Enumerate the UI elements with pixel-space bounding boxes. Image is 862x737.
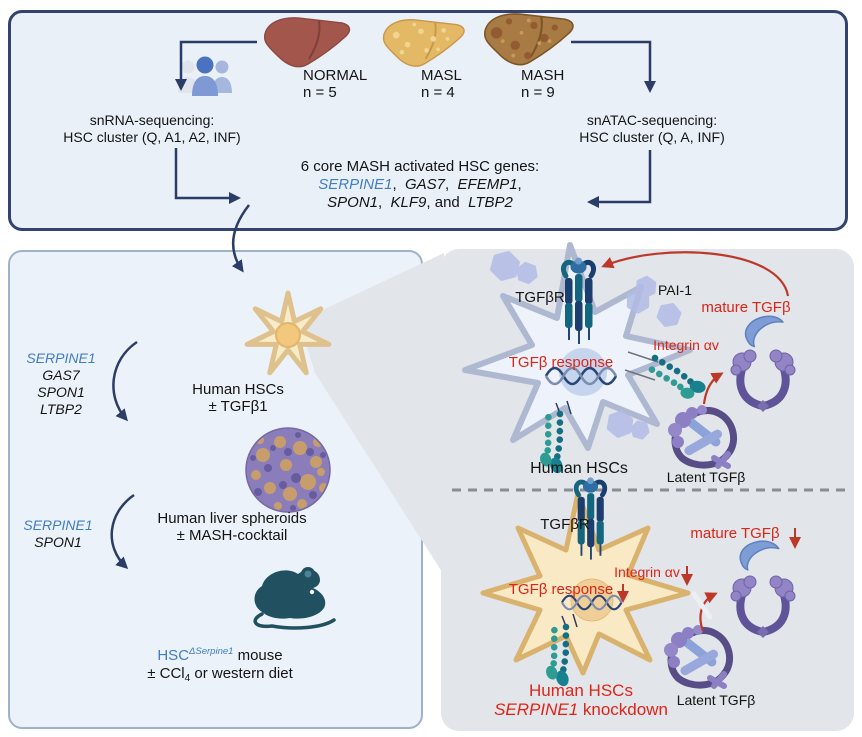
liver-normal-icon: [263, 17, 351, 68]
liver-mash-label: MASH n = 9: [521, 67, 565, 101]
gene-gas7: GAS7: [42, 367, 80, 383]
arrow-to-snatac: [571, 40, 656, 93]
ccl4-subscript: 4: [184, 673, 191, 684]
arrow-mature-tgfb-to-receptor: [601, 251, 790, 297]
spheroid-step-label: Human liver spheroids ± MASH-cocktail: [157, 510, 307, 544]
arrow-integrin-to-latent: [702, 372, 724, 405]
zoom-wedge: [299, 253, 444, 575]
core-genes-line3: SPON1, KLF9, and LTBP2: [327, 194, 513, 211]
block-slash: [691, 591, 713, 620]
gene-serpine1: SERPINE1: [23, 517, 93, 533]
human-hscs-label-bottom: Human HSCs: [529, 681, 633, 700]
arrow-snatac-to-genes: [587, 150, 652, 208]
arrow-genes-to-spheroid: [110, 493, 135, 570]
gene-spon1: SPON1: [327, 194, 379, 211]
hsc-mouse-label: HSC: [157, 647, 190, 664]
arrow-to-snrna: [175, 40, 257, 91]
tgfb-response-label-top: TGFβ response: [508, 354, 614, 371]
gene-efemp1: EFEMP1: [457, 176, 518, 193]
latent-tgfb-label-bottom: Latent TGFβ: [676, 692, 756, 708]
integrin-icon: [624, 351, 710, 402]
gene-serpine1: SERPINE1: [26, 350, 96, 366]
integrin-av-label-top: Integrin αv: [653, 337, 719, 353]
liver-masl-icon: [382, 19, 465, 67]
gene-spon1: SPON1: [34, 534, 82, 550]
integrin-av-label-bottom: Integrin αv: [614, 564, 680, 580]
integrin-icon: [532, 613, 588, 691]
arrow-top-to-left-panel: [231, 204, 250, 273]
tgfbr-label-bottom: TGFβR: [540, 516, 590, 533]
mature-tgfb-label-top: mature TGFβ: [701, 299, 791, 316]
mouse-icon: [253, 567, 336, 630]
human-hscs-label-top: Human HSCs: [530, 460, 628, 477]
integrin-icon: [526, 400, 582, 478]
arrow-genes-to-hsc: [112, 340, 138, 422]
hsc-cell-icon: [244, 290, 332, 376]
gene-serpine1: SERPINE1: [318, 176, 393, 193]
gene-ltbp2: LTBP2: [468, 194, 513, 211]
gene-list-top: SERPINE1 GAS7 SPON1 LTBP2: [26, 350, 95, 418]
knockdown-label: Human HSCs SERPINE1 knockdown: [494, 681, 668, 719]
gene-klf9: KLF9: [390, 194, 427, 211]
latent-tgfb-label-top: Latent TGFβ: [666, 469, 746, 485]
liver-normal-label: NORMAL n = 5: [303, 67, 368, 101]
core-genes-line2: SERPINE1, GAS7, EFEMP1,: [318, 176, 522, 193]
snrna-seq-label: snRNA-sequencing: HSC cluster (Q, A1, A2…: [63, 112, 241, 145]
gene-serpine1: SERPINE1: [494, 700, 579, 719]
gene-ltbp2: LTBP2: [40, 401, 82, 417]
pai1-label: PAI-1: [658, 282, 692, 298]
gene-gas7: GAS7: [404, 176, 446, 193]
human-hscs-step-label: Human HSCs ± TGFβ1: [192, 381, 284, 415]
spheroid-icon: [245, 427, 331, 513]
mature-tgfb-label-bottom: mature TGFβ: [690, 525, 780, 542]
gene-spon1: SPON1: [37, 384, 85, 400]
tgfbr-label-top: TGFβR: [515, 289, 565, 306]
tgfb-response-label-bottom: TGFβ response: [508, 581, 614, 598]
gene-list-bottom: SERPINE1 SPON1: [23, 517, 92, 551]
delta-serpine1-superscript: ΔSerpine1: [189, 646, 234, 657]
mouse-step-label: HSCΔSerpine1 mouse ± CCl4 or western die…: [147, 646, 293, 684]
people-group-icon: [178, 56, 232, 96]
liver-mash-icon: [483, 13, 574, 66]
liver-masl-label: MASL n = 4: [421, 67, 462, 101]
core-genes-title: 6 core MASH activated HSC genes:: [300, 158, 540, 175]
snatac-seq-label: snATAC-sequencing: HSC cluster (Q, A, IN…: [579, 112, 725, 145]
arrow-snrna-to-genes: [174, 148, 241, 204]
